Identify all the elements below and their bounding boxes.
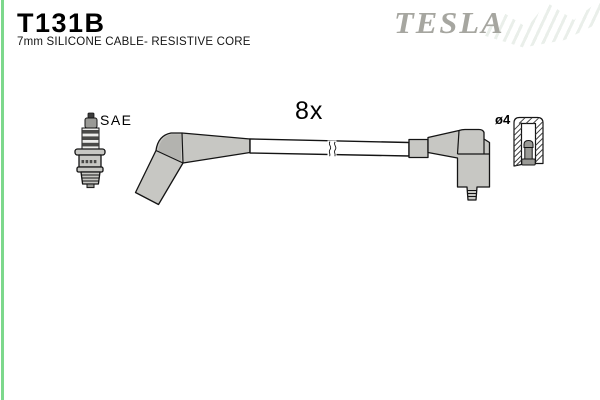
part-number: T131B [17, 8, 106, 38]
plug-crimp-dots [81, 160, 97, 164]
section-hatch-lines [513, 117, 544, 167]
spark-plug-drawing [74, 112, 106, 189]
cable-spec-text: 7mm SILICONE CABLE- RESISTIVE CORE [17, 36, 251, 48]
quantity-label: 8x [295, 97, 324, 125]
cable-break-gap [327, 140, 337, 157]
spark-plug-boot-drawing [134, 132, 251, 206]
tesla-logo: TESLA [394, 5, 505, 40]
inner-terminal-drawing [521, 139, 536, 166]
left-border-line [1, 0, 4, 400]
distributor-boot-drawing [408, 128, 491, 201]
ignition-cable-drawing [249, 138, 410, 157]
terminal-sleeve-drawing [513, 116, 544, 167]
connector-diameter-label: ø4 [495, 112, 511, 127]
spark-plug-sae-label: SAE [100, 112, 133, 128]
